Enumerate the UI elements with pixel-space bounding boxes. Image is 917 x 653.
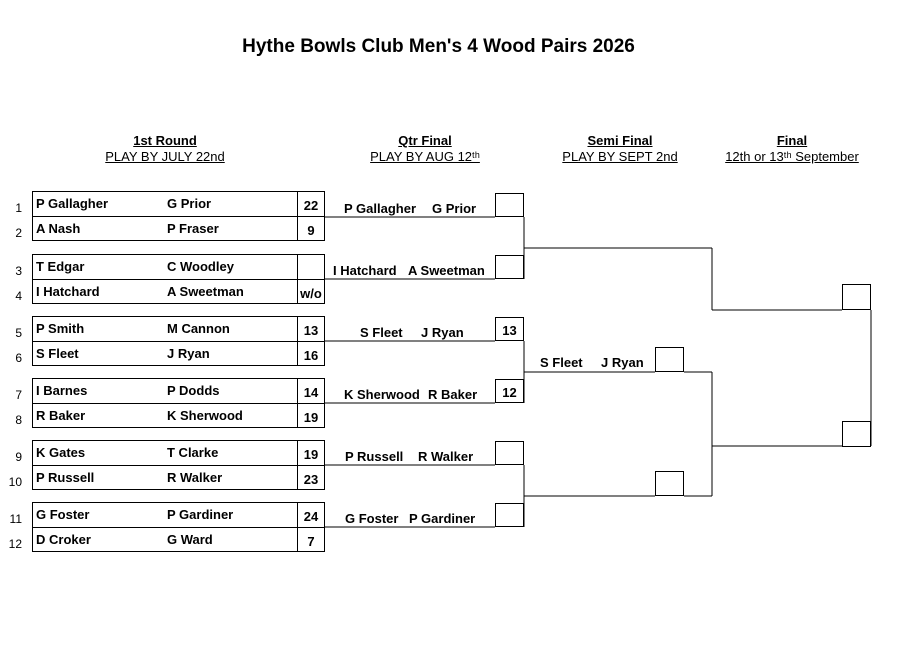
row-number: 6 (15, 351, 22, 365)
sf-player-2: J Ryan (601, 355, 644, 370)
row-number: 2 (15, 226, 22, 240)
row-number: 10 (8, 475, 22, 489)
row-number: 5 (15, 326, 22, 340)
player-2-name: G Prior (167, 196, 212, 211)
player-1-name: D Croker (36, 532, 91, 547)
final-score-box (842, 284, 871, 310)
page-title: Hythe Bowls Club Men's 4 Wood Pairs 2026 (242, 36, 635, 57)
player-2-name: P Gardiner (167, 507, 234, 522)
round-header-quarter: Qtr Final PLAY BY AUG 12ᵗʰ (345, 133, 505, 165)
qf-player-1: G Foster (345, 511, 399, 526)
qf-score-box (495, 503, 524, 527)
score-value: 23 (303, 472, 319, 487)
player-1-name: I Hatchard (36, 284, 100, 299)
row-number: 12 (8, 537, 22, 551)
sf-score-box (655, 471, 684, 496)
qf-score-box (495, 379, 524, 403)
player-1-name: T Edgar (36, 259, 85, 274)
score-box (297, 216, 325, 241)
row-number: 3 (15, 264, 22, 278)
sf-player-1: S Fleet (540, 355, 583, 370)
qf-score-box (495, 441, 524, 465)
score-value: 22 (303, 198, 319, 213)
row-number: 11 (9, 512, 22, 526)
score-value: w/o (300, 286, 322, 301)
score-value: 14 (303, 385, 319, 400)
round-deadline: PLAY BY SEPT 2nd (562, 149, 678, 164)
player-2-name: R Walker (167, 470, 223, 485)
score-box (297, 527, 325, 552)
sf-score-box (655, 347, 684, 372)
qf-player-1: S Fleet (360, 325, 403, 340)
score-box (297, 254, 325, 280)
row-number: 8 (15, 413, 22, 427)
player-1-name: P Smith (36, 321, 85, 336)
score-box (297, 279, 325, 304)
score-value: 16 (303, 348, 319, 363)
player-1-name: P Gallagher (36, 196, 109, 211)
player-2-name: T Clarke (167, 445, 219, 460)
player-2-name: K Sherwood (167, 408, 243, 423)
score-value: 9 (307, 223, 315, 238)
player-1-name: S Fleet (36, 346, 79, 361)
score-value: 24 (303, 509, 319, 524)
player-1-name: R Baker (36, 408, 86, 423)
player-2-name: M Cannon (167, 321, 230, 336)
player-2-name: C Woodley (167, 259, 234, 274)
qf-player-1: I Hatchard (333, 263, 397, 278)
player-2-name: P Dodds (167, 383, 220, 398)
round-deadline: 12th or 13ᵗʰ September (725, 149, 859, 164)
player-1-name: A Nash (36, 221, 81, 236)
player-1-name: I Barnes (36, 383, 88, 398)
score-box (297, 341, 325, 366)
qf-player-2: A Sweetman (408, 263, 485, 278)
score-value: 19 (303, 447, 319, 462)
qf-player-2: G Prior (432, 201, 477, 216)
round-name: Qtr Final (398, 133, 452, 148)
row-number: 7 (15, 388, 22, 402)
round-header-semi: Semi Final PLAY BY SEPT 2nd (540, 133, 700, 165)
qf-player-2: R Baker (428, 387, 478, 402)
round-name: Semi Final (587, 133, 653, 148)
player-2-name: P Fraser (167, 221, 219, 236)
qf-player-1: K Sherwood (344, 387, 420, 402)
score-value: 19 (303, 410, 319, 425)
qf-player-2: R Walker (418, 449, 474, 464)
qf-score-box (495, 255, 524, 279)
round-deadline: PLAY BY AUG 12ᵗʰ (370, 149, 480, 164)
qf-player-2: P Gardiner (409, 511, 476, 526)
qf-score: 13 (502, 323, 517, 338)
score-value: 7 (307, 534, 315, 549)
qf-player-1: P Russell (345, 449, 404, 464)
round-name: Final (776, 133, 808, 148)
qf-player-2: J Ryan (421, 325, 464, 340)
round-header-first: 1st Round PLAY BY JULY 22nd (85, 133, 245, 165)
player-2-name: A Sweetman (167, 284, 244, 299)
score-value: 13 (303, 323, 319, 338)
row-number: 9 (15, 450, 22, 464)
player-1-name: G Foster (36, 507, 90, 522)
final-score-box (842, 421, 871, 447)
row-number: 1 (15, 201, 22, 215)
score-box (297, 403, 325, 428)
qf-player-1: P Gallagher (344, 201, 417, 216)
score-box (297, 465, 325, 490)
row-number: 4 (15, 289, 22, 303)
round-deadline: PLAY BY JULY 22nd (105, 149, 225, 164)
round-header-final: Final 12th or 13ᵗʰ September (702, 133, 882, 165)
qf-score-box (495, 317, 524, 341)
player-1-name: P Russell (36, 470, 95, 485)
player-1-name: K Gates (36, 445, 86, 460)
qf-score-box (495, 193, 524, 217)
player-2-name: G Ward (167, 532, 213, 547)
player-2-name: J Ryan (167, 346, 210, 361)
round-name: 1st Round (133, 133, 197, 148)
qf-score: 12 (502, 385, 517, 400)
